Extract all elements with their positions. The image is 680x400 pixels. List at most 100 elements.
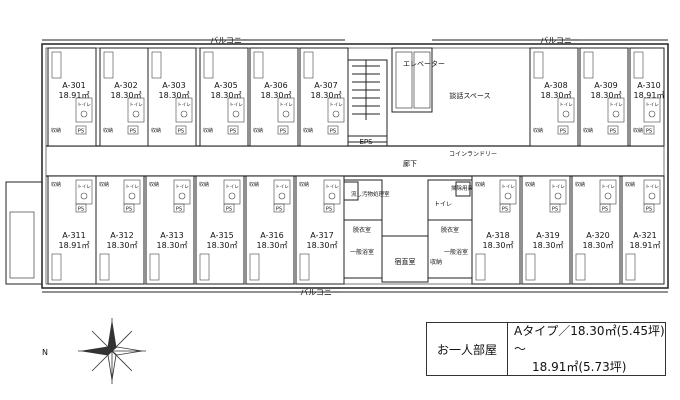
unit-id-label: A-320 bbox=[586, 231, 609, 240]
unit-storage-label: 収納 bbox=[299, 181, 309, 188]
unit-storage-label: 収納 bbox=[151, 127, 161, 134]
bed-shape bbox=[303, 51, 314, 79]
unit-outline bbox=[471, 175, 521, 285]
bed-shape bbox=[203, 51, 214, 79]
toilet-block bbox=[557, 97, 575, 123]
unit-outline bbox=[529, 47, 579, 147]
balcony-label-top-right: バルコニー bbox=[540, 36, 580, 45]
unit-outline bbox=[195, 175, 245, 285]
unit-ps-label: PS bbox=[646, 207, 652, 213]
unit-id-label: A-311 bbox=[62, 231, 85, 240]
common-toilet-label: トイレ bbox=[434, 201, 452, 208]
cleaning-label: 掃除用具 bbox=[451, 184, 474, 192]
toilet-fixture bbox=[178, 192, 186, 200]
eps-label: EPS bbox=[359, 138, 373, 146]
ps-box bbox=[599, 203, 611, 213]
unit-id-label: A-310 bbox=[637, 81, 660, 90]
unit-outline bbox=[99, 47, 149, 147]
unit-ps-label: PS bbox=[330, 129, 336, 135]
unit-storage-label: 収納 bbox=[625, 181, 635, 188]
toilet-block bbox=[175, 97, 193, 123]
bath-label-b: 一般浴室 bbox=[444, 248, 468, 256]
unit-storage-label: 収納 bbox=[249, 181, 259, 188]
bed-shape bbox=[149, 253, 160, 281]
unit-toilet-label: トイレ bbox=[329, 103, 343, 108]
unit-toilet-label: トイレ bbox=[229, 103, 243, 108]
unit-storage-label: 収納 bbox=[51, 181, 61, 188]
unit-id-label: A-305 bbox=[214, 81, 237, 90]
ps-box bbox=[173, 203, 185, 213]
toilet-fixture bbox=[282, 110, 290, 118]
toilet-fixture bbox=[80, 192, 88, 200]
bed-shape bbox=[249, 253, 260, 281]
ps-box bbox=[273, 203, 285, 213]
toilet-fixture bbox=[648, 192, 656, 200]
unit-area-label: 18.30㎡ bbox=[533, 241, 564, 250]
unit-ps-label: PS bbox=[276, 207, 282, 213]
toilet-fixture bbox=[328, 192, 336, 200]
unit-area-label: 18.91㎡ bbox=[630, 241, 661, 250]
ps-box bbox=[75, 203, 87, 213]
toilet-block bbox=[327, 97, 345, 123]
unit-id-label: A-321 bbox=[633, 231, 656, 240]
unit-ps-label: PS bbox=[280, 129, 286, 135]
unit-ps-label: PS bbox=[230, 129, 236, 135]
unit-area-label: 18.30㎡ bbox=[591, 91, 622, 100]
balcony-label-bottom: バルコニー bbox=[300, 288, 340, 297]
unit-outline bbox=[299, 47, 349, 147]
bed-shape bbox=[299, 253, 310, 281]
unit-ps-label: PS bbox=[552, 207, 558, 213]
toilet-fixture bbox=[554, 192, 562, 200]
room-type-legend: お一人部屋 Aタイプ／18.30㎡(5.45坪)～ 18.91㎡(5.73坪) bbox=[426, 322, 666, 376]
toilet-fixture bbox=[504, 192, 512, 200]
ps-box bbox=[127, 125, 139, 135]
unit-id-label: A-315 bbox=[210, 231, 233, 240]
unit-id-label: A-312 bbox=[110, 231, 133, 240]
unit-id-label: A-306 bbox=[264, 81, 287, 90]
toilet-fixture bbox=[562, 110, 570, 118]
unit-storage-label: 収納 bbox=[475, 181, 485, 188]
unit-id-label: A-317 bbox=[310, 231, 333, 240]
unit-storage-label: 収納 bbox=[199, 181, 209, 188]
unit-ps-label: PS bbox=[78, 207, 84, 213]
unit-storage-label: 収納 bbox=[533, 127, 543, 134]
unit-area-label: 18.30㎡ bbox=[483, 241, 514, 250]
toilet-block bbox=[75, 97, 93, 123]
night-room-label: 宿直室 bbox=[395, 257, 416, 266]
unit-id-label: A-313 bbox=[160, 231, 183, 240]
unit-outline bbox=[621, 175, 665, 285]
unit-id-label: A-307 bbox=[314, 81, 337, 90]
corridor-label: 廊下 bbox=[403, 159, 417, 168]
unit-area-label: 18.91㎡ bbox=[59, 241, 90, 250]
unit-ps-label: PS bbox=[502, 207, 508, 213]
unit-outline bbox=[95, 175, 145, 285]
changing-room-label-b: 脱衣室 bbox=[441, 226, 459, 234]
unit-toilet-label: トイレ bbox=[77, 185, 91, 190]
unit-toilet-label: トイレ bbox=[609, 103, 623, 108]
central-core bbox=[341, 47, 473, 283]
ps-box bbox=[323, 203, 335, 213]
unit-id-label: A-316 bbox=[260, 231, 283, 240]
unit-ps-label: PS bbox=[602, 207, 608, 213]
toilet-fixture bbox=[648, 110, 656, 118]
